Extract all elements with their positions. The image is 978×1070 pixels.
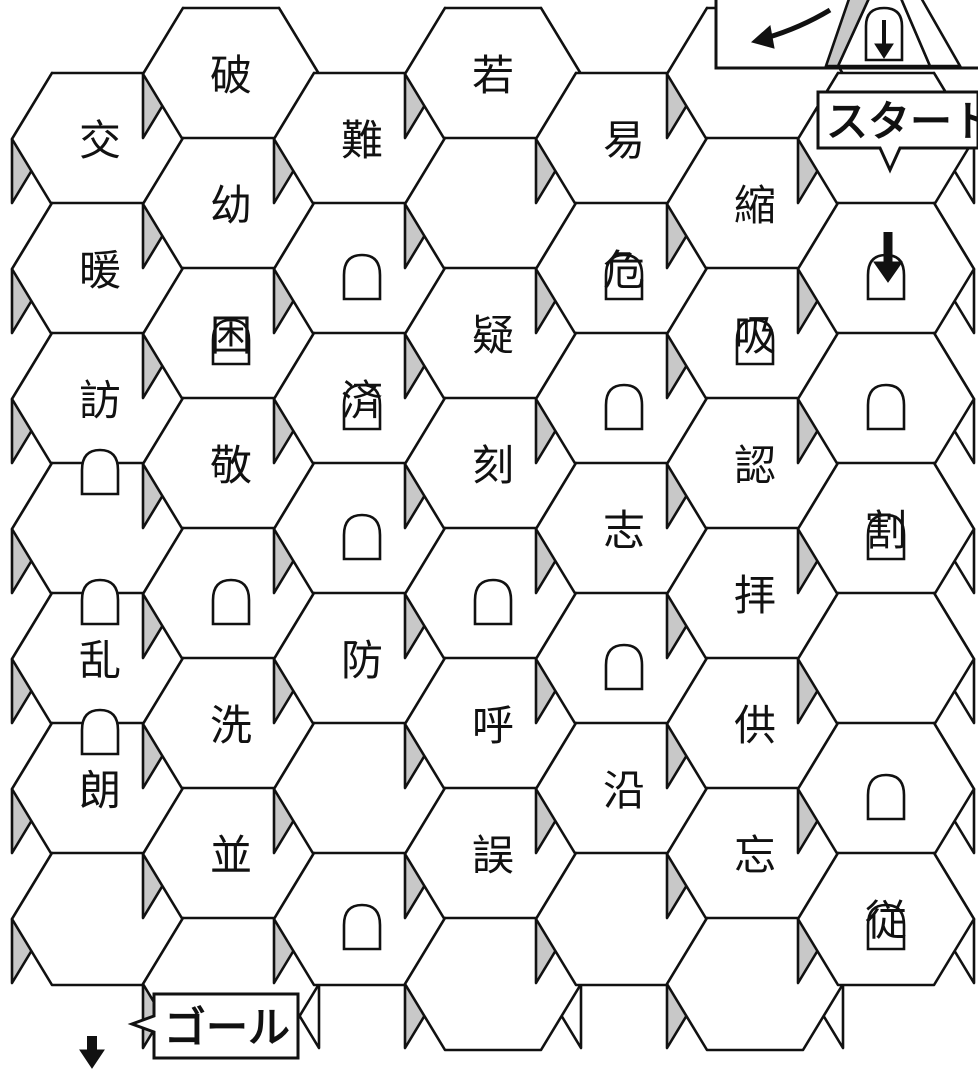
- maze-cell-kanji: 縮: [734, 181, 776, 230]
- maze-cell-kanji: 交: [79, 116, 121, 165]
- goal-label: ゴール: [127, 992, 300, 1060]
- maze-cell-kanji: 困: [210, 311, 252, 360]
- maze-cell-kanji: 沿: [603, 766, 645, 815]
- maze-cell-kanji: 訪: [79, 376, 121, 425]
- maze-cell-kanji: 従: [865, 896, 907, 945]
- maze-cell-kanji: 難: [341, 116, 383, 165]
- arched-door-icon: [80, 578, 120, 626]
- maze-cell-kanji: 吸: [734, 311, 776, 360]
- maze-cell-kanji: 防: [341, 636, 383, 685]
- arched-door-icon: [80, 708, 120, 756]
- arched-door-icon: [735, 318, 775, 366]
- maze-cell-kanji: 洗: [210, 701, 252, 750]
- maze-cell-kanji: 暖: [79, 246, 121, 295]
- arched-door-icon: [604, 253, 644, 301]
- arched-door-icon: [866, 773, 906, 821]
- start-label-text: スタート: [826, 97, 978, 146]
- maze-cell-kanji: 割: [865, 506, 907, 555]
- maze-cell-kanji: 認: [734, 441, 776, 490]
- goal-label-text: ゴール: [164, 1003, 290, 1052]
- maze-cell-kanji: 若: [472, 51, 514, 100]
- maze-cell-kanji: 乱: [79, 636, 121, 685]
- maze-cell-kanji: 並: [210, 831, 252, 880]
- maze-cell-kanji: 敬: [210, 441, 252, 490]
- arched-door-icon: [80, 448, 120, 496]
- arched-door-icon: [866, 903, 906, 951]
- arched-door-icon: [342, 513, 382, 561]
- arched-door-icon: [211, 318, 251, 366]
- arched-door-icon: [866, 383, 906, 431]
- start-entry-arrow-icon: [873, 232, 903, 283]
- arched-door-icon: [342, 383, 382, 431]
- maze-cell-kanji: 易: [603, 116, 645, 165]
- start-label: スタート: [816, 90, 978, 174]
- maze-cell-kanji: 刻: [472, 441, 514, 490]
- arched-door-icon: [604, 383, 644, 431]
- maze-cell-kanji: 疑: [472, 311, 514, 360]
- arched-door-icon: [604, 643, 644, 691]
- maze-cell-kanji: 忘: [734, 831, 776, 880]
- maze-cell-kanji: 拝: [734, 571, 776, 620]
- start-tower: [714, 0, 978, 70]
- maze-cell-kanji: 危: [603, 246, 645, 295]
- goal-exit-arrow-icon: [79, 1036, 105, 1069]
- arched-door-icon: [211, 578, 251, 626]
- hex-grid: [10, 6, 976, 1052]
- maze-cell-kanji: 朗: [79, 766, 121, 815]
- arched-door-icon: [342, 903, 382, 951]
- maze-cell-kanji: 誤: [472, 831, 514, 880]
- arched-door-icon: [473, 578, 513, 626]
- maze-cell-kanji: 幼: [210, 181, 252, 230]
- maze-cell-kanji: 呼: [472, 701, 514, 750]
- maze-cell-kanji: 志: [603, 506, 645, 555]
- arched-door-icon: [866, 513, 906, 561]
- arched-door-icon: [342, 253, 382, 301]
- maze-cell-kanji: 供: [734, 701, 776, 750]
- maze-cell-kanji: 破: [210, 51, 252, 100]
- maze-cell-kanji: 済: [341, 376, 383, 425]
